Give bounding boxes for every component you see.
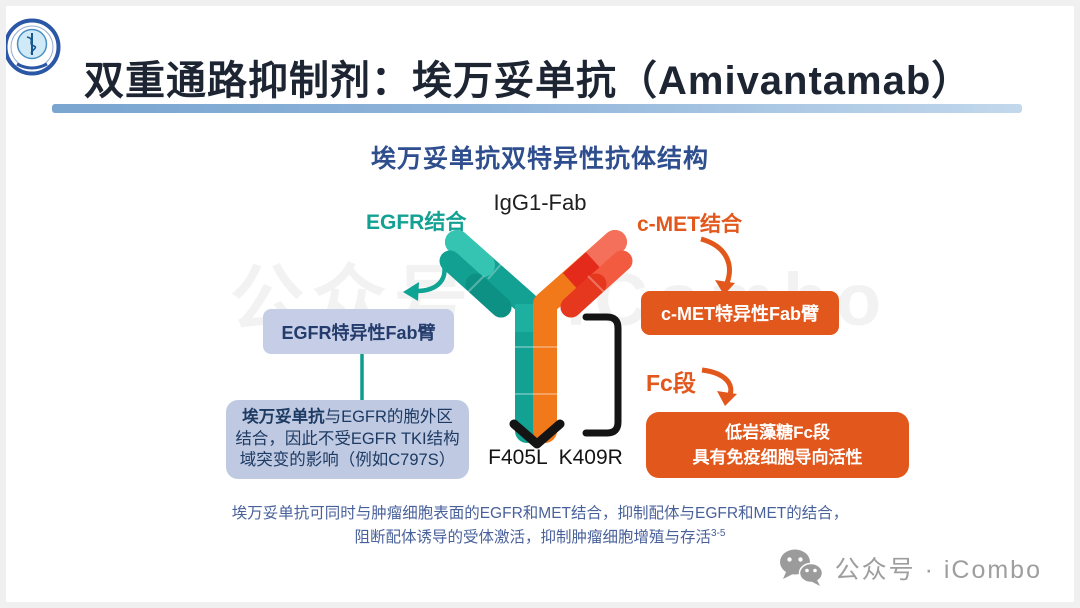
hospital-logo-icon bbox=[3, 18, 61, 76]
egfr-note-bold-text: 埃万妥单抗 bbox=[242, 407, 325, 426]
fc-segment-label: Fc段 bbox=[646, 370, 696, 396]
cmet-light-chain bbox=[560, 250, 633, 318]
caption-line2: 阻断配体诱导的受体激活，抑制肿瘤细胞增殖与存活 bbox=[354, 529, 712, 547]
caption-line1: 埃万妥单抗可同时与肿瘤细胞表面的EGFR和MET结合，抑制配体与EGFR和MET… bbox=[231, 505, 849, 522]
cmet-heavy-chain bbox=[533, 230, 627, 443]
cmet-binding-label: c-MET结合 bbox=[637, 213, 742, 236]
bottom-caption: 埃万妥单抗可同时与肿瘤细胞表面的EGFR和MET结合，抑制配体与EGFR和MET… bbox=[0, 502, 1080, 550]
fc-bracket-icon bbox=[582, 313, 622, 437]
fc-curved-arrow-icon bbox=[701, 367, 737, 406]
page-title: 双重通路抑制剂：埃万妥单抗（Amivantamab） bbox=[84, 59, 973, 103]
egfr-note-rest-text: 与EGFR的胞外区结合，因此不受EGFR TKI结构域突变的影响（例如C797S… bbox=[235, 407, 460, 470]
title-underline bbox=[52, 104, 1022, 113]
egfr-binding-label: EGFR结合 bbox=[366, 211, 467, 234]
egfr-fab-arm-box: EGFR特异性Fab臂 bbox=[263, 309, 454, 354]
egfr-curved-arrow-icon bbox=[403, 257, 447, 301]
igg1-fab-label: IgG1-Fab bbox=[493, 190, 587, 215]
diagram-subtitle: 埃万妥单抗双特异性抗体结构 bbox=[370, 145, 709, 173]
cmet-fab-arm-text: c-MET特异性Fab臂 bbox=[660, 304, 819, 324]
fc-box-line1: 低岩藻糖Fc段 bbox=[725, 422, 830, 442]
caption-reference: 3-5 bbox=[711, 528, 726, 540]
wechat-label: 公众号 · iCombo bbox=[834, 556, 1042, 584]
cmet-fab-arm-box: c-MET特异性Fab臂 bbox=[641, 291, 839, 335]
egfr-note-text: 埃万妥单抗与EGFR的胞外区结合，因此不受EGFR TKI结构域突变的影响（例如… bbox=[235, 407, 460, 473]
egfr-note-box: 埃万妥单抗与EGFR的胞外区结合，因此不受EGFR TKI结构域突变的影响（例如… bbox=[226, 400, 469, 479]
wechat-footer: 公众号 · iCombo bbox=[778, 548, 1042, 588]
mutation-pointer-icon bbox=[509, 419, 565, 449]
fc-function-box: 低岩藻糖Fc段 具有免疫细胞导向活性 bbox=[646, 412, 909, 478]
egfr-fab-arm-text: EGFR特异性Fab臂 bbox=[281, 322, 436, 343]
egfr-light-chain bbox=[439, 250, 512, 318]
cmet-curved-arrow-icon bbox=[700, 236, 735, 295]
wechat-icon bbox=[779, 549, 823, 586]
mutation-label: F405L K409R bbox=[488, 446, 623, 469]
fc-box-line2: 具有免疫细胞导向活性 bbox=[692, 448, 863, 467]
